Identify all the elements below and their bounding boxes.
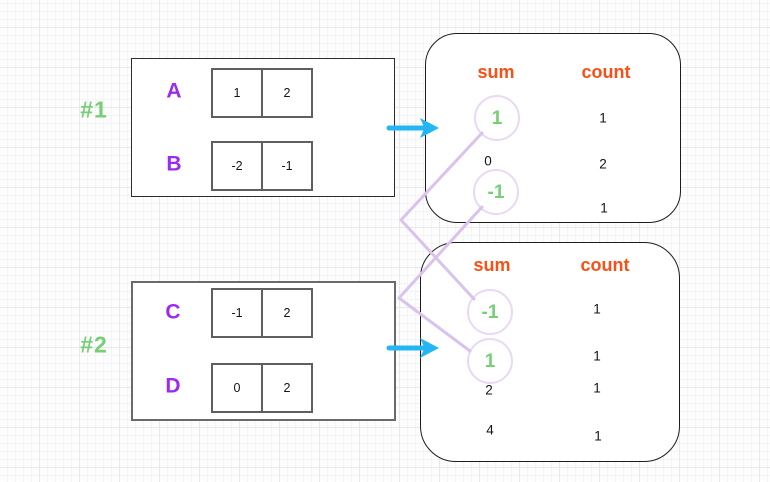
sum-count-box-1 bbox=[425, 33, 681, 223]
example-2-label: #2 bbox=[80, 331, 108, 358]
sum-value-highlighted: -1 bbox=[473, 169, 519, 215]
sum-header-1: sum bbox=[477, 62, 515, 82]
count-value: 1 bbox=[594, 428, 602, 444]
sum-value-highlighted: 1 bbox=[467, 338, 513, 384]
count-value: 1 bbox=[593, 348, 601, 364]
array-c-cell-0: -1 bbox=[231, 306, 243, 320]
array-b-cell-0: -2 bbox=[231, 159, 243, 173]
sum-value-highlighted: -1 bbox=[467, 289, 513, 335]
array-c-cells: -1 2 bbox=[211, 288, 313, 338]
count-value: 1 bbox=[600, 200, 608, 216]
array-b-label: B bbox=[166, 152, 182, 176]
array-a-cell-0: 1 bbox=[233, 86, 241, 100]
sum-value: 2 bbox=[485, 382, 493, 398]
array-b-cell-1: -1 bbox=[261, 143, 311, 189]
example-1-label: #1 bbox=[80, 96, 108, 123]
sum-value: 4 bbox=[486, 422, 494, 438]
array-b-cells: -2 -1 bbox=[211, 141, 313, 191]
count-value: 1 bbox=[599, 110, 607, 126]
array-a-label: A bbox=[166, 79, 182, 103]
array-d-cells: 0 2 bbox=[211, 363, 313, 413]
count-value: 2 bbox=[599, 156, 607, 172]
sum-value: 0 bbox=[484, 153, 492, 169]
array-d-cell-1: 2 bbox=[261, 365, 311, 411]
array-a-cell-1: 2 bbox=[261, 70, 311, 116]
count-value: 1 bbox=[593, 380, 601, 396]
array-c-label: C bbox=[165, 300, 181, 324]
count-header-1: count bbox=[581, 62, 631, 82]
array-d-label: D bbox=[165, 374, 181, 398]
array-d-cell-0: 0 bbox=[233, 381, 241, 395]
count-value: 1 bbox=[593, 301, 601, 317]
count-header-2: count bbox=[580, 255, 630, 275]
array-a-cells: 1 2 bbox=[211, 68, 313, 118]
sum-header-2: sum bbox=[473, 255, 511, 275]
sum-count-box-2 bbox=[420, 242, 680, 462]
sum-value-highlighted: 1 bbox=[474, 95, 520, 141]
array-c-cell-1: 2 bbox=[261, 290, 311, 336]
